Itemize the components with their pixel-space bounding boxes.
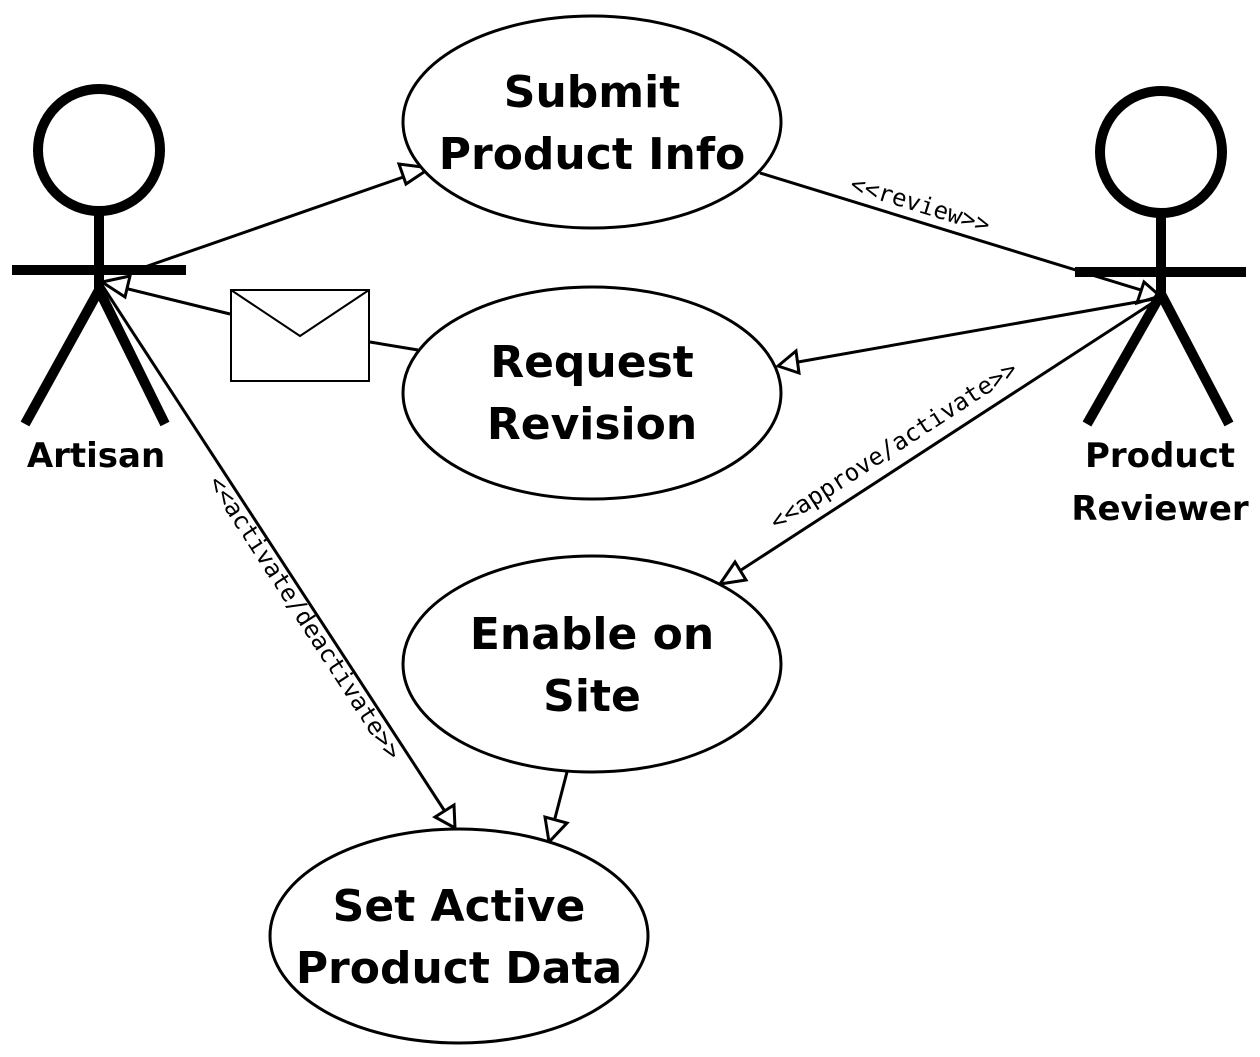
actor-label: Reviewer <box>1071 489 1249 529</box>
edge-reviewer-request-revision <box>774 296 1161 376</box>
actor-product-reviewer: Product Reviewer <box>1071 86 1249 529</box>
use-case-request-revision: Request Revision <box>401 285 783 501</box>
stick-figure-icon <box>1075 86 1246 427</box>
use-case-label: Request <box>490 337 694 388</box>
edge-reviewer-enable <box>716 296 1161 587</box>
use-case-label: Submit <box>504 67 680 118</box>
edge-enable-set-active <box>543 771 570 846</box>
actor-artisan: Artisan <box>12 84 186 476</box>
use-case-enable-on-site: Enable on Site <box>401 554 783 774</box>
edge-artisan-submit <box>141 162 435 270</box>
stereotype-activate-deactivate-label: <<activate/deactivate>> <box>202 471 406 765</box>
edge-artisan-set-active <box>98 281 457 831</box>
edge-request-revision-artisan <box>98 274 419 352</box>
stereotype-review-label: <<review>> <box>847 170 993 239</box>
actor-label: Artisan <box>27 436 165 476</box>
actor-label: Product <box>1085 436 1235 476</box>
use-case-submit-product-info: Submit Product Info <box>401 14 783 230</box>
use-case-label: Revision <box>487 399 697 450</box>
use-case-label: Set Active <box>333 881 586 932</box>
stereotype-approve-activate-label: <<approve/activate>> <box>765 355 1023 536</box>
use-case-label: Enable on <box>470 609 714 660</box>
stick-figure-icon <box>12 84 186 427</box>
use-case-label: Product Data <box>296 943 622 994</box>
edge-submit-reviewer <box>759 171 1164 306</box>
envelope-icon <box>230 289 370 382</box>
use-case-label: Site <box>543 671 641 722</box>
use-case-label: Product Info <box>439 129 746 180</box>
use-case-set-active-product-data: Set Active Product Data <box>268 827 650 1045</box>
